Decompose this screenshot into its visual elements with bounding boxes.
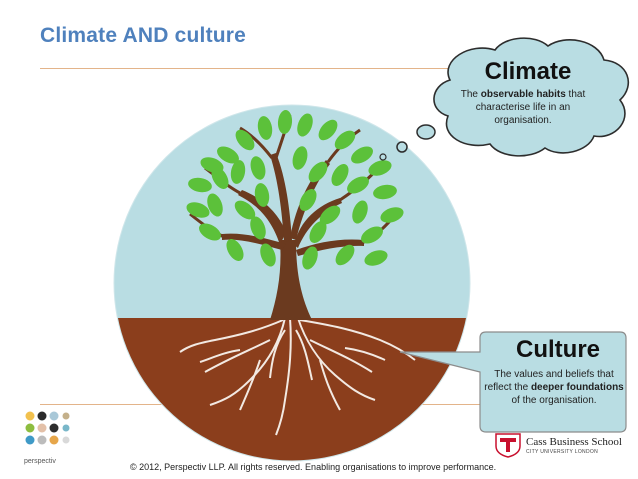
perspectiv-logo [25, 411, 70, 445]
climate-text-pre: The [460, 89, 481, 100]
top-divider [40, 68, 460, 69]
climate-text-bold: observable habits [480, 89, 566, 100]
circle-outline [113, 104, 471, 462]
culture-text-post: of the organisation. [511, 395, 597, 406]
tree-circle [114, 105, 470, 461]
culture-description: The values and beliefs that reflect the … [480, 368, 628, 407]
culture-heading: Culture [516, 336, 600, 363]
cass-brand-name: Cass Business School [526, 436, 622, 448]
culture-text-bold: deeper foundations [530, 382, 624, 393]
cass-brand-sub: CITY UNIVERSITY LONDON [526, 449, 598, 455]
slide-title: Climate AND culture [40, 24, 247, 47]
culture-text-pre: The values and beliefs that reflect the [484, 369, 614, 393]
leaves [186, 110, 404, 270]
cass-crest-icon [495, 433, 521, 458]
soil-area [114, 318, 470, 461]
perspectiv-brand: perspectiv [24, 458, 56, 465]
climate-description: The observable habits that characterise … [448, 88, 598, 127]
climate-heading: Climate [484, 58, 572, 85]
climate-text-post: that characterise life in an organisatio… [475, 89, 586, 126]
roots [179, 317, 416, 436]
climate-bubble [379, 37, 630, 161]
culture-bubble [399, 331, 627, 433]
footer-copyright: © 2012, Perspectiv LLP. All rights reser… [130, 462, 497, 472]
